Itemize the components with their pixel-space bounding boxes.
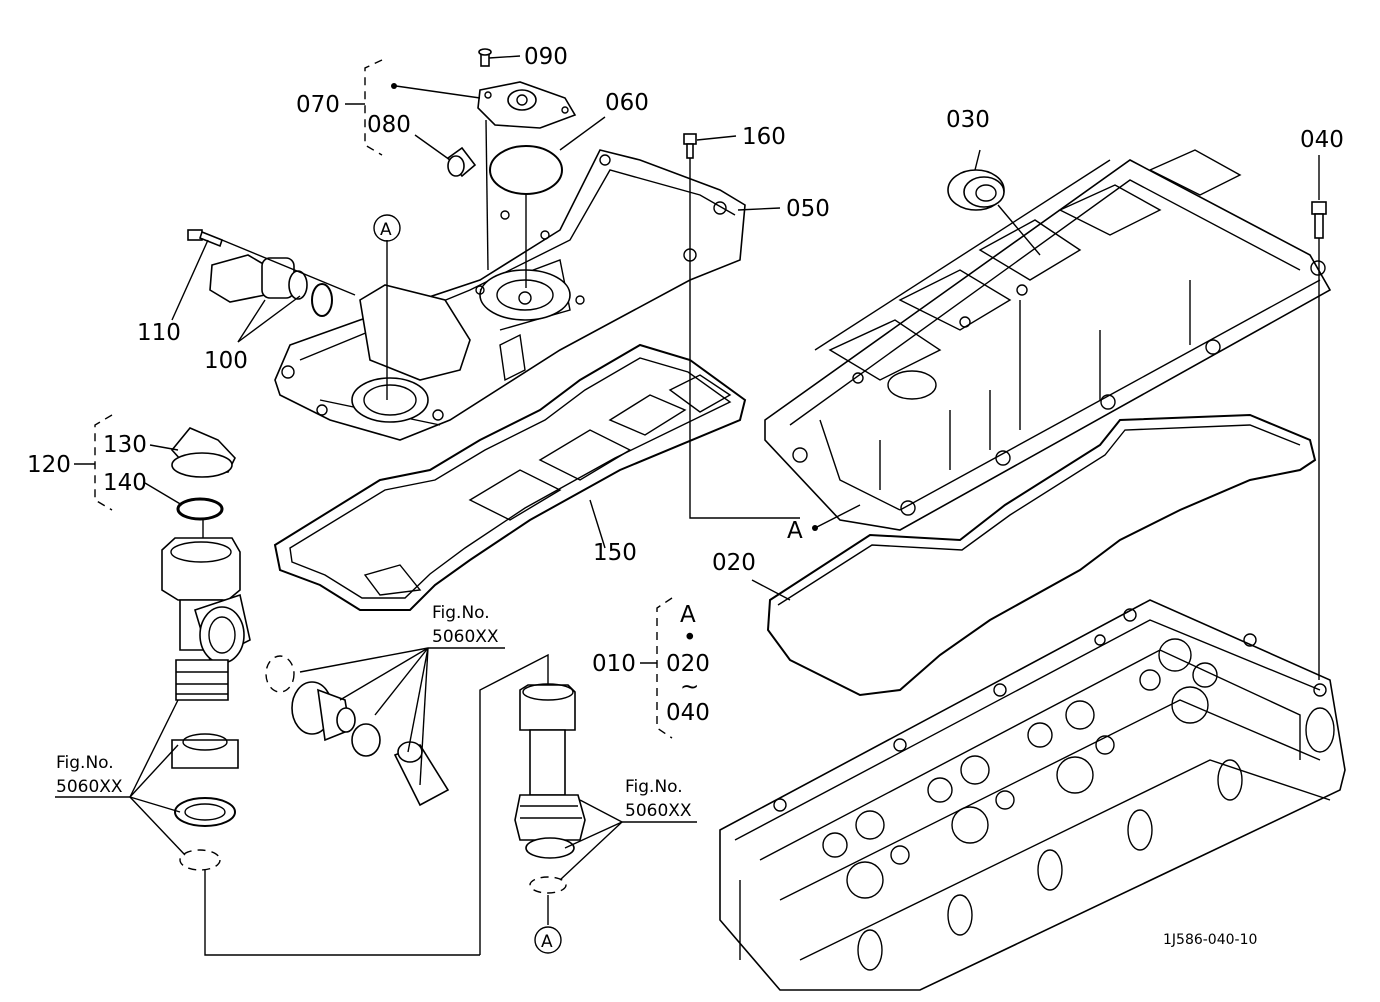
group-010-mid: 020 [666,651,710,677]
label-090: 090 [524,44,568,70]
group-010-tilde: ~ [680,674,699,700]
ref-marker-bottom [534,926,562,954]
label-080: 080 [367,112,411,138]
pipe-080 [446,146,477,178]
label-140: 140 [103,470,147,496]
label-050: 050 [786,196,830,222]
o-ring-140 [176,497,224,521]
head-cover-gasket-020 [766,413,1317,697]
drawing-number: 1J586-040-10 [1163,932,1257,948]
ref-marker-bottom-label: A [541,932,553,952]
part-labels: 090 070 080 060 160 050 030 040 110 100 … [27,44,1344,952]
label-130: 130 [103,432,147,458]
o-ring-060 [489,145,563,195]
ref-marker-top [373,214,401,242]
label-020: 020 [712,550,756,576]
label-070: 070 [296,92,340,118]
gasket-150 [273,343,747,611]
fig-ref-3-number[interactable]: 5060XX [625,801,692,821]
screw-090 [478,48,492,67]
fig-ref-1-label[interactable]: Fig.No. [432,603,490,623]
oil-seal-030 [947,169,1005,211]
group-010-bottom: 040 [666,700,710,726]
label-100: 100 [204,348,248,374]
breather-cap-070 [477,81,577,129]
group-010-dot: • [683,625,697,651]
ref-marker-top-label: A [380,220,392,240]
oil-filler-cap-130 [170,427,236,478]
fig-ref-1-number[interactable]: 5060XX [432,627,499,647]
label-060: 060 [605,90,649,116]
dipstick-guide [514,683,586,894]
label-040: 040 [1300,127,1344,153]
fig-ref-2-number[interactable]: 5060XX [56,777,123,797]
bracket-120 [94,414,113,511]
label-150: 150 [593,540,637,566]
head-cover [764,149,1332,531]
bolt-160 [683,133,697,159]
bracket-010 [656,597,673,739]
sensor-100 [209,254,333,317]
cylinder-head [719,599,1346,991]
fig-ref-3-label[interactable]: Fig.No. [625,777,683,797]
front-cover-050 [274,149,746,441]
bolt-040 [1311,201,1327,239]
bolt-110 [187,229,223,248]
oil-filler-neck [161,537,295,871]
breather-valve [291,681,450,807]
label-ref-a: A [787,518,803,544]
label-030: 030 [946,107,990,133]
group-010-top: A [680,602,696,628]
label-120: 120 [27,452,71,478]
label-160: 160 [742,124,786,150]
fig-ref-2-label[interactable]: Fig.No. [56,753,114,773]
label-110: 110 [137,320,181,346]
bracket-070 [364,59,383,156]
figure-references: Fig.No. 5060XX Fig.No. 5060XX Fig.No. 50… [56,603,692,821]
label-010: 010 [592,651,636,677]
leader-lines [55,55,1320,881]
